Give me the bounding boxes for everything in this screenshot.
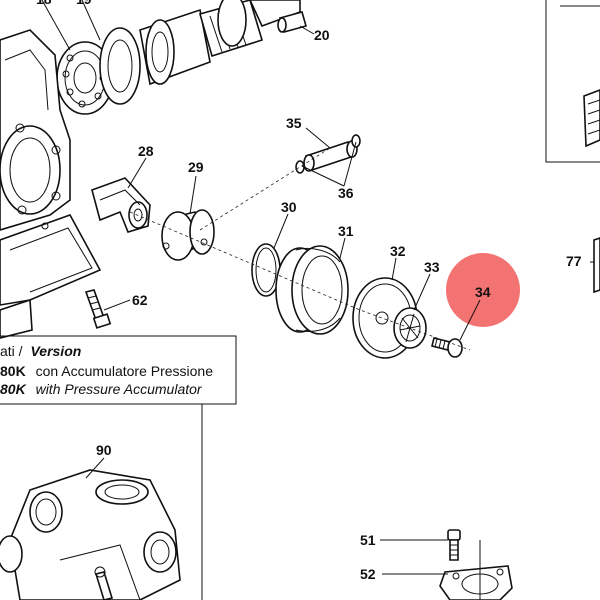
- callout-36: 36: [338, 185, 354, 201]
- right-frame-77: [590, 237, 600, 294]
- callouts: 18 19 20 28 29 30 31 32 33 34 35 36 51 5…: [36, 0, 582, 582]
- callout-51: 51: [360, 532, 376, 548]
- callout-30: 30: [281, 199, 297, 215]
- screw-34: [431, 337, 463, 358]
- right-frame-top: [545, 0, 600, 163]
- pin-axis: [199, 147, 331, 231]
- piston-29: [161, 209, 215, 261]
- callout-33: 33: [424, 259, 440, 275]
- callout-62: 62: [132, 292, 148, 308]
- highlight-marker[interactable]: [446, 253, 520, 327]
- leader-lines: [41, 0, 481, 575]
- legend-row-1: 80K con Accumulatore Pressione: [0, 363, 213, 379]
- version-legend: ati / Version 80K con Accumulatore Press…: [0, 335, 237, 600]
- valve-housing-90: [0, 469, 181, 600]
- callout-90: 90: [96, 442, 112, 458]
- pump-housing: [0, 29, 102, 339]
- callout-77: 77: [566, 253, 582, 269]
- flange-52: [439, 565, 513, 600]
- diaphragm-31: [275, 245, 349, 335]
- legend-header: ati / Version: [0, 343, 81, 359]
- crosshead-28: [91, 177, 151, 233]
- callout-20: 20: [314, 27, 330, 43]
- callout-29: 29: [188, 159, 204, 175]
- valve-33: [393, 307, 427, 349]
- pin-35-rings-36: [295, 134, 361, 174]
- callout-52: 52: [360, 566, 376, 582]
- callout-32: 32: [390, 243, 406, 259]
- bearing-shaft-assembly: [56, 0, 307, 115]
- callout-18: 18: [36, 0, 52, 7]
- legend-row-2: 80K with Pressure Accumulator: [0, 381, 203, 397]
- callout-19: 19: [76, 0, 92, 7]
- callout-31: 31: [338, 223, 354, 239]
- bolt-62: [84, 289, 112, 329]
- callout-28: 28: [138, 143, 154, 159]
- callout-34: 34: [475, 284, 491, 300]
- o-ring-30: [251, 243, 281, 297]
- callout-35: 35: [286, 115, 302, 131]
- screw-51: [447, 529, 461, 561]
